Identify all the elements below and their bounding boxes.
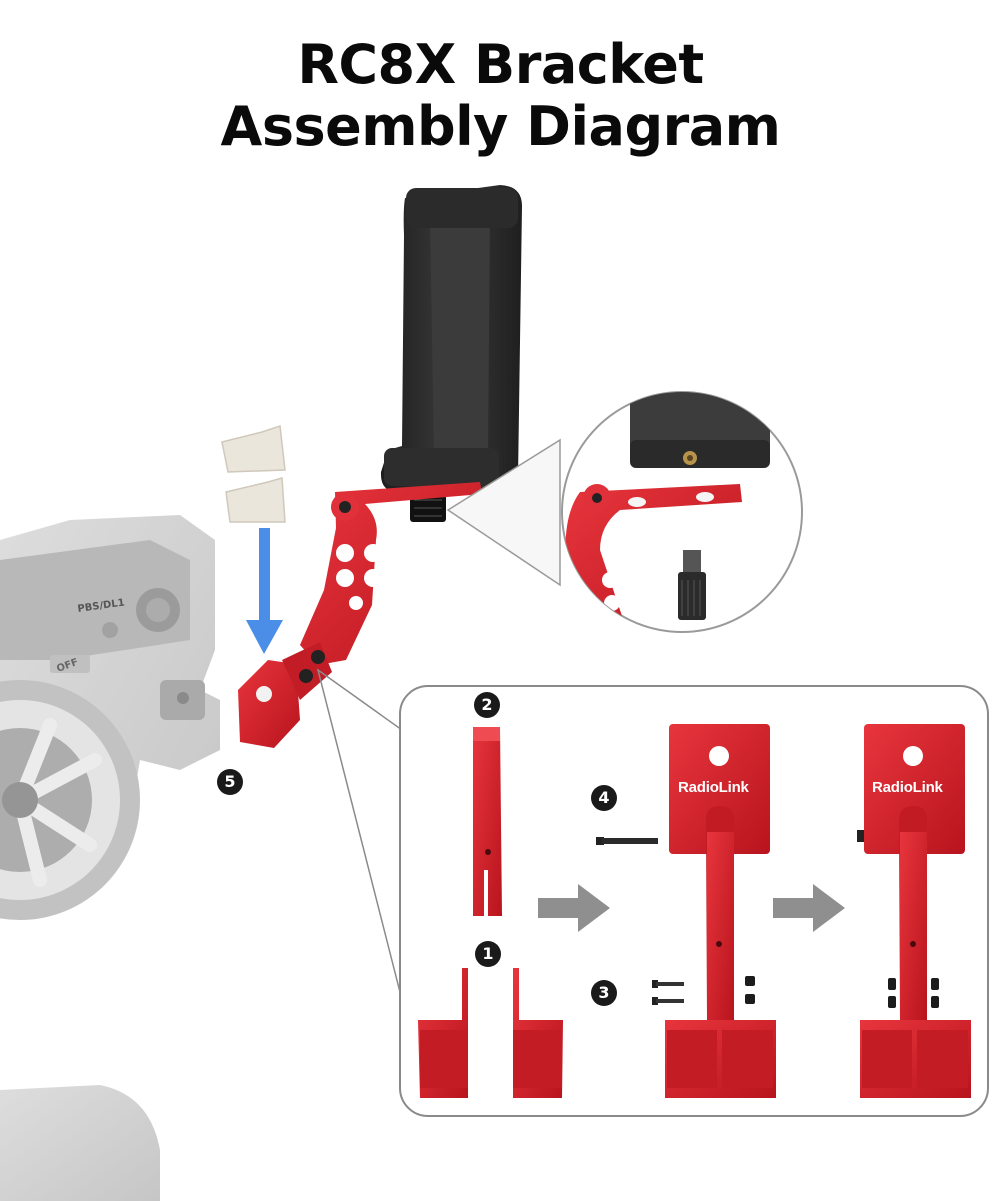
title-line-2: Assembly Diagram [220, 95, 781, 158]
insert-arrow [246, 528, 283, 654]
short-screws [652, 976, 755, 1005]
step-1-badge: 1 [475, 941, 501, 967]
arm-piece [473, 727, 502, 916]
step-2-badge: 2 [474, 692, 500, 718]
step-detail-panel [316, 668, 989, 1117]
zoom-callout [446, 391, 803, 633]
brand-label-right: RadioLink [872, 779, 943, 796]
transmitter-body [0, 515, 220, 1201]
middle-assembly [665, 724, 776, 1098]
assembled-bracket [238, 482, 482, 748]
brand-label-middle: RadioLink [678, 779, 749, 796]
phone-clamp [380, 185, 522, 522]
right-assembly [857, 724, 971, 1098]
title-line-1: RC8X Bracket [297, 33, 704, 96]
page-title: RC8X Bracket Assembly Diagram [0, 34, 1001, 158]
base-halves [418, 968, 563, 1098]
long-screw [596, 837, 658, 845]
step-arrows [538, 884, 845, 932]
step-5-badge: 5 [217, 769, 243, 795]
step-3-badge: 3 [591, 980, 617, 1006]
step-4-badge: 4 [591, 785, 617, 811]
rubber-pads [221, 424, 286, 523]
